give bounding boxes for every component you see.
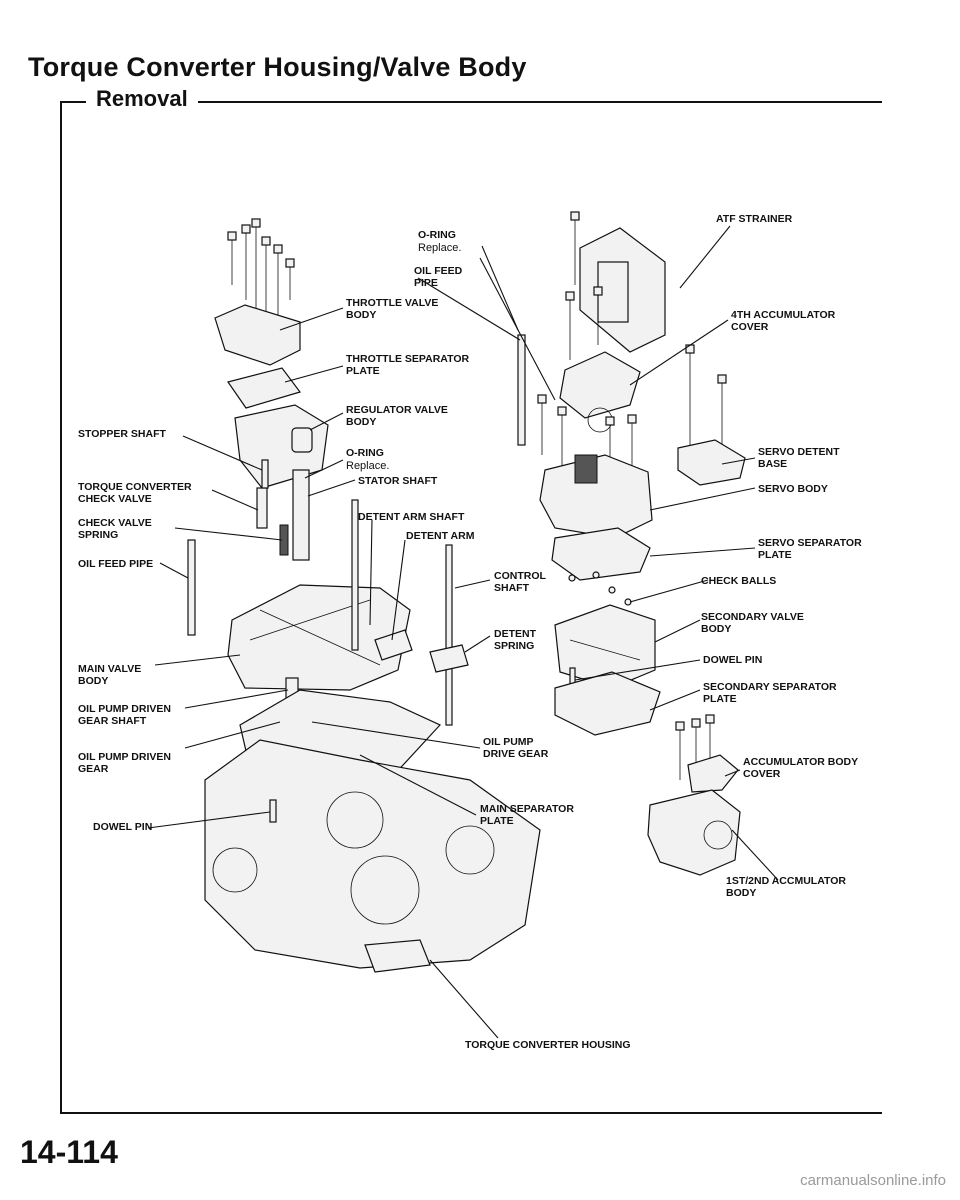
- label-check-valve-spring-1: CHECK VALVE: [78, 517, 152, 529]
- label-tc-check-valve-2: CHECK VALVE: [78, 493, 152, 505]
- label-secondary-separator-plate-1: SECONDARY SEPARATOR: [703, 681, 837, 693]
- label-throttle-valve-body-2: BODY: [346, 309, 376, 321]
- label-atf-strainer: ATF STRAINER: [716, 213, 793, 225]
- torque-converter-housing: [204, 739, 541, 969]
- frame-top-rule: [60, 101, 882, 103]
- stopper-shaft: [261, 459, 269, 489]
- label-secondary-separator-plate-2: PLATE: [703, 693, 737, 705]
- label-servo-separator-plate-2: PLATE: [758, 549, 792, 561]
- dowel-pin-left-part: [269, 799, 277, 823]
- label-accumulator-body-cover-2: COVER: [743, 768, 781, 780]
- throttle-valve-body-bolts: [227, 218, 295, 318]
- label-oil-pump-drive-gear-2: DRIVE GEAR: [483, 748, 549, 760]
- label-servo-detent-base-1: SERVO DETENT: [758, 446, 840, 458]
- label-detent-spring-2: SPRING: [494, 640, 534, 652]
- label-regulator-valve-body-1: REGULATOR VALVE: [346, 404, 448, 416]
- label-control-shaft-2: SHAFT: [494, 582, 530, 594]
- label-oil-feed-pipe-top-2: PIPE: [414, 277, 438, 289]
- label-oil-feed-pipe-left: OIL FEED PIPE: [78, 558, 153, 570]
- label-secondary-valve-body-1: SECONDARY VALVE: [701, 611, 804, 623]
- throttle-valve-body: [214, 304, 301, 366]
- leader-lines: [147, 225, 779, 1039]
- callout-labels: O-RING Replace. ATF STRAINER OIL FEED PI…: [78, 213, 862, 1051]
- check-balls: [568, 571, 632, 606]
- label-detent-arm: DETENT ARM: [406, 530, 475, 542]
- label-oil-pump-driven-gear-2: GEAR: [78, 763, 109, 775]
- servo-detent-base: [677, 439, 746, 486]
- label-dowel-pin-right: DOWEL PIN: [703, 654, 762, 666]
- label-1st-2nd-accumulator-body-2: BODY: [726, 887, 756, 899]
- label-o-ring-top: O-RING: [418, 229, 456, 241]
- label-main-valve-body-1: MAIN VALVE: [78, 663, 141, 675]
- label-o-ring-top-note: Replace.: [418, 242, 461, 254]
- frame-bottom-rule: [60, 1112, 882, 1114]
- label-servo-separator-plate-1: SERVO SEPARATOR: [758, 537, 862, 549]
- label-main-separator-plate-1: MAIN SEPARATOR: [480, 803, 574, 815]
- stator-shaft: [292, 469, 310, 561]
- oil-feed-pipe-left: [187, 539, 196, 636]
- throttle-separator-plate: [227, 367, 301, 409]
- label-stopper-shaft: STOPPER SHAFT: [78, 428, 166, 440]
- oil-feed-pipe-top: [517, 334, 526, 446]
- label-o-ring-mid: O-RING: [346, 447, 384, 459]
- first-second-accumulator-body: [647, 789, 741, 876]
- label-stator-shaft: STATOR SHAFT: [358, 475, 438, 487]
- page-number: 14-114: [20, 1134, 118, 1170]
- label-o-ring-mid-note: Replace.: [346, 460, 389, 472]
- label-4th-accumulator-cover-2: COVER: [731, 321, 769, 333]
- label-4th-accumulator-cover-1: 4TH ACCUMULATOR: [731, 309, 836, 321]
- label-secondary-valve-body-2: BODY: [701, 623, 731, 635]
- detent-spring: [429, 644, 469, 673]
- label-servo-detent-base-2: BASE: [758, 458, 787, 470]
- control-shaft: [445, 544, 453, 726]
- label-1st-2nd-accumulator-body-1: 1ST/2ND ACCMULATOR: [726, 875, 846, 887]
- secondary-separator-plate: [554, 671, 661, 736]
- label-oil-feed-pipe-top-1: OIL FEED: [414, 265, 463, 277]
- label-throttle-separator-plate-2: PLATE: [346, 365, 380, 377]
- label-main-separator-plate-2: PLATE: [480, 815, 514, 827]
- label-check-balls: CHECK BALLS: [701, 575, 776, 587]
- parts-illustration: [187, 211, 746, 973]
- label-throttle-valve-body-1: THROTTLE VALVE: [346, 297, 438, 309]
- label-main-valve-body-2: BODY: [78, 675, 108, 687]
- label-throttle-separator-plate-1: THROTTLE SEPARATOR: [346, 353, 470, 365]
- accumulator-body-cover: [687, 754, 739, 793]
- label-oil-pump-driven-gear-shaft-2: GEAR SHAFT: [78, 715, 147, 727]
- regulator-valve-body: [234, 404, 329, 489]
- label-oil-pump-driven-gear-1: OIL PUMP DRIVEN: [78, 751, 171, 763]
- label-control-shaft-1: CONTROL: [494, 570, 546, 582]
- detent-arm: [374, 629, 413, 661]
- label-oil-pump-driven-gear-shaft-1: OIL PUMP DRIVEN: [78, 703, 171, 715]
- section-title: Removal: [86, 86, 198, 112]
- label-dowel-pin-left: DOWEL PIN: [93, 821, 152, 833]
- frame-left-rule: [60, 101, 62, 1113]
- servo-body: [539, 454, 653, 539]
- label-detent-arm-shaft: DETENT ARM SHAFT: [358, 511, 465, 523]
- detent-arm-shaft: [351, 499, 359, 651]
- label-accumulator-body-cover-1: ACCUMULATOR BODY: [743, 756, 858, 768]
- watermark: carmanualsonline.info: [800, 1172, 946, 1189]
- label-check-valve-spring-2: SPRING: [78, 529, 118, 541]
- main-valve-body: [227, 584, 411, 691]
- label-oil-pump-drive-gear-1: OIL PUMP: [483, 736, 534, 748]
- label-torque-converter-housing: TORQUE CONVERTER HOUSING: [465, 1039, 631, 1051]
- servo-separator-plate: [551, 527, 651, 581]
- label-detent-spring-1: DETENT: [494, 628, 537, 640]
- label-tc-check-valve-1: TORQUE CONVERTER: [78, 481, 192, 493]
- secondary-valve-body: [554, 604, 656, 689]
- label-servo-body: SERVO BODY: [758, 483, 828, 495]
- torque-converter-check-valve: [256, 487, 268, 529]
- page-title: Torque Converter Housing/Valve Body: [28, 52, 527, 82]
- label-regulator-valve-body-2: BODY: [346, 416, 376, 428]
- fourth-accumulator-cover: [559, 351, 641, 419]
